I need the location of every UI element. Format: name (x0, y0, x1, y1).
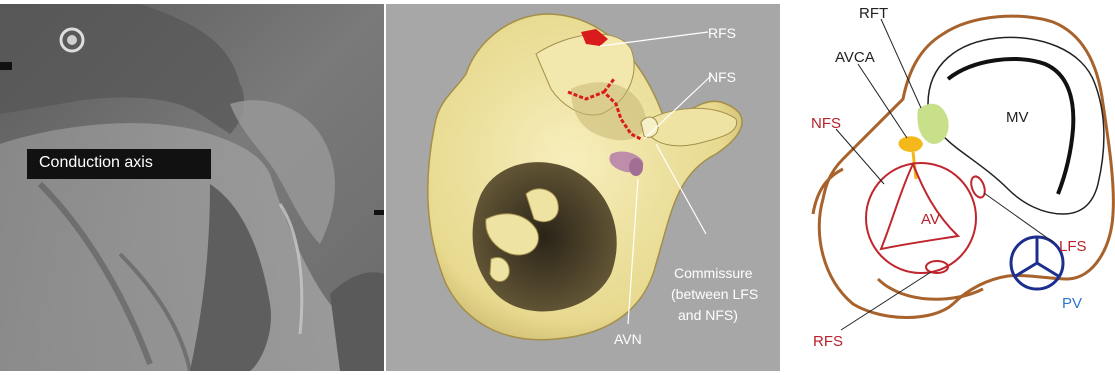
av-label: AV (921, 211, 940, 228)
nfs-label-3d: NFS (708, 69, 736, 85)
heart-3d-panel: RFS NFS Commissure (between LFS and NFS)… (386, 4, 780, 371)
ct-image-panel: Conduction axis (0, 4, 384, 371)
commissure-label-line2: (between LFS (671, 286, 758, 302)
rft-label: RFT (859, 5, 888, 22)
commissure-label-line1: Commissure (674, 265, 753, 281)
nfs-label: NFS (811, 115, 841, 132)
lfs-label: LFS (1059, 238, 1087, 255)
rfs-label: RFS (813, 333, 843, 350)
schematic-panel: RFT AVCA NFS MV AV LFS PV RFS (783, 4, 1115, 371)
conduction-axis-label-box: Conduction axis (27, 149, 211, 179)
ct-image (0, 4, 384, 371)
heart-3d-render: RFS NFS Commissure (between LFS and NFS)… (386, 4, 780, 371)
mv-label: MV (1006, 109, 1029, 126)
conduction-axis-label: Conduction axis (39, 154, 153, 172)
commissure-label-line3: and NFS) (678, 307, 738, 323)
aortic-root-schematic: RFT AVCA NFS MV AV LFS PV RFS (783, 4, 1115, 371)
pv-label: PV (1062, 295, 1082, 312)
rfs-label-3d: RFS (708, 25, 736, 41)
avca-label: AVCA (835, 49, 875, 66)
avn-label: AVN (614, 331, 642, 347)
